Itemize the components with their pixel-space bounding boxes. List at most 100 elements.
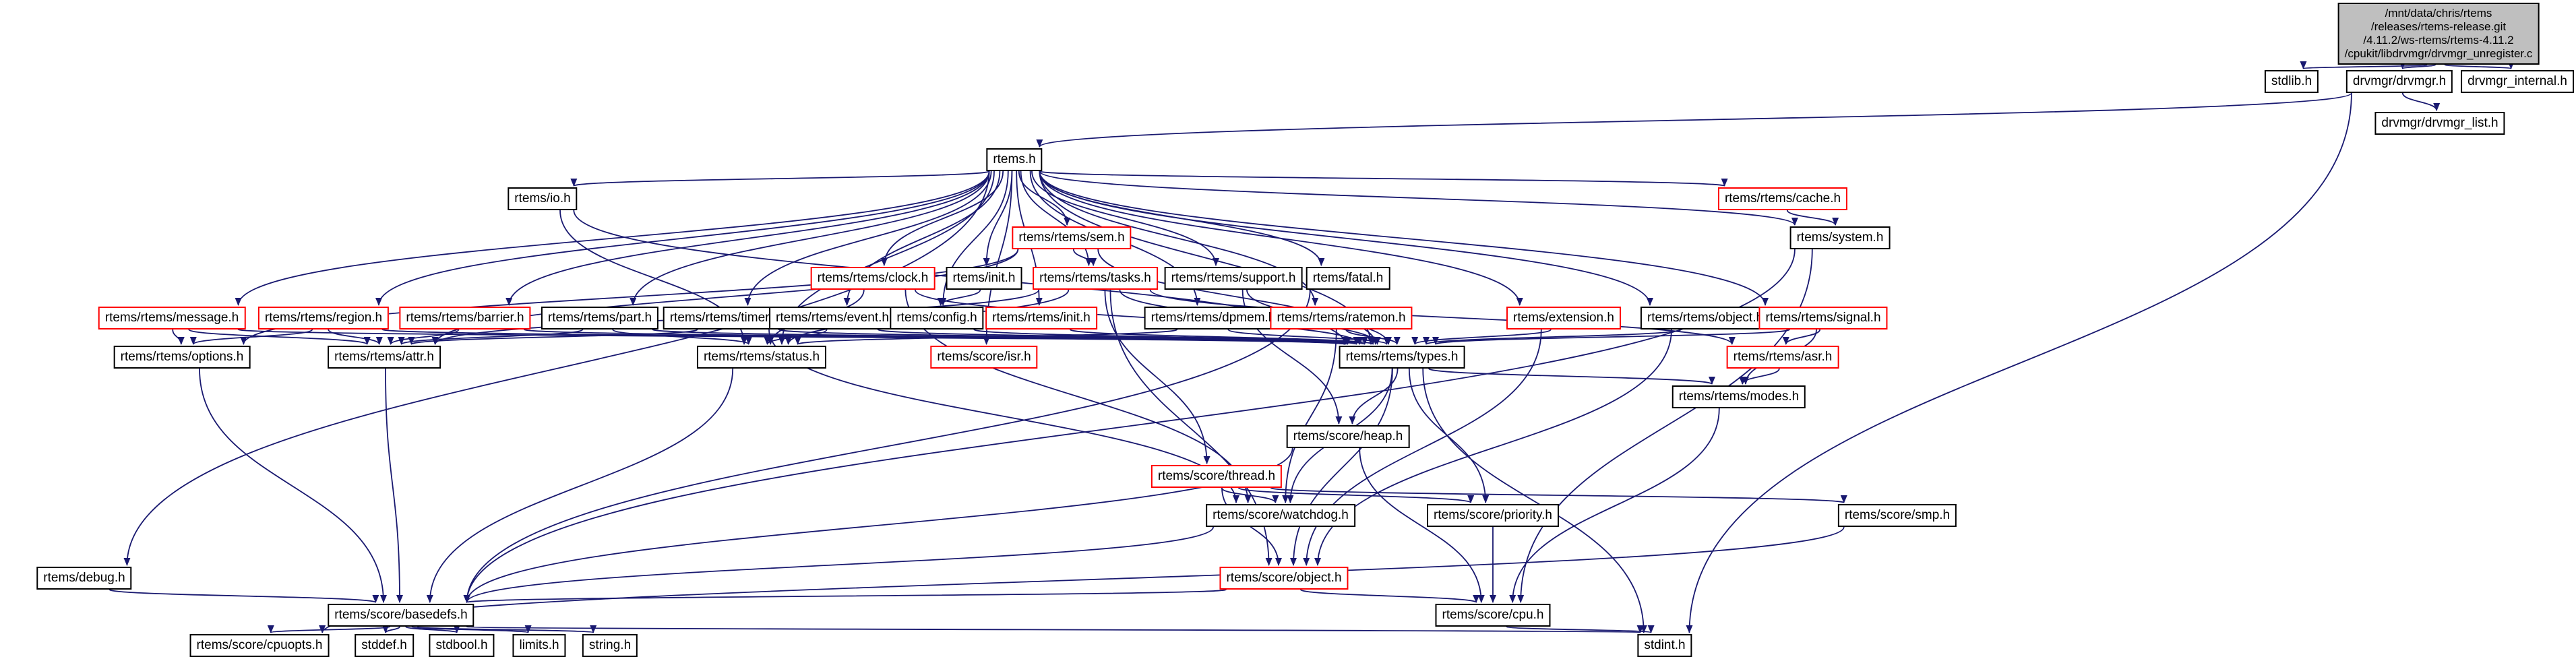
include-node-robject[interactable]: rtems/rtems/object.h xyxy=(1640,307,1771,330)
include-edge-basedefs-string xyxy=(417,625,596,633)
include-edge-rtems-tasks xyxy=(1020,170,1093,266)
include-edge-rtems-region xyxy=(375,170,990,306)
include-node-status[interactable]: rtems/rtems/status.h xyxy=(696,346,827,369)
include-edge-debug-basedefs xyxy=(109,589,379,603)
include-edge-ratemon-types xyxy=(1345,329,1401,345)
include-node-options[interactable]: rtems/rtems/options.h xyxy=(113,346,251,369)
include-node-support[interactable]: rtems/rtems/support.h xyxy=(1164,267,1303,290)
include-edge-drvmgr-rtems xyxy=(1036,92,2352,148)
include-node-heap[interactable]: rtems/score/heap.h xyxy=(1286,425,1410,448)
include-node-timer[interactable]: rtems/rtems/timer.h xyxy=(663,307,787,330)
include-edge-rtems-extension xyxy=(1039,170,1523,306)
include-node-sem[interactable]: rtems/rtems/sem.h xyxy=(1012,226,1132,249)
include-edge-basedefs-stddef xyxy=(382,625,400,633)
include-edge-sem-options xyxy=(240,249,1019,345)
include-node-types[interactable]: rtems/rtems/types.h xyxy=(1339,346,1465,369)
include-node-system[interactable]: rtems/system.h xyxy=(1789,226,1891,249)
include-edge-root-stdlib xyxy=(2300,61,2428,69)
include-edge-types-heap xyxy=(1349,368,1399,425)
include-node-debug[interactable]: rtems/debug.h xyxy=(36,567,132,590)
include-node-internal[interactable]: drvmgr_internal.h xyxy=(2461,70,2574,93)
include-node-rtems[interactable]: rtems.h xyxy=(986,148,1043,171)
include-edge-score_object-basedefs xyxy=(464,589,1227,603)
include-node-limits[interactable]: limits.h xyxy=(512,634,566,657)
include-edge-signal-types xyxy=(1432,329,1790,345)
include-node-priority[interactable]: rtems/score/priority.h xyxy=(1427,504,1559,527)
include-node-signal[interactable]: rtems/rtems/signal.h xyxy=(1758,307,1888,330)
include-edge-rtems-timer xyxy=(744,170,992,306)
include-edge-sem-types xyxy=(1097,249,1379,345)
include-edge-tasks-asr xyxy=(1149,289,1736,345)
include-node-modes[interactable]: rtems/rtems/modes.h xyxy=(1672,385,1806,408)
include-node-fatal[interactable]: rtems/fatal.h xyxy=(1306,267,1390,290)
include-edge-basedefs-cpuopts xyxy=(268,625,391,633)
include-node-cache[interactable]: rtems/rtems/cache.h xyxy=(1717,187,1848,210)
include-edge-init-config xyxy=(937,289,981,306)
include-edge-drvmgr-list xyxy=(2401,92,2441,111)
include-edge-clock-watchdog xyxy=(904,289,1252,503)
include-edge-fatal-basedefs xyxy=(463,289,1311,603)
include-node-smp[interactable]: rtems/score/smp.h xyxy=(1837,504,1957,527)
include-edge-sem-tasks xyxy=(1072,249,1097,266)
include-node-score_object[interactable]: rtems/score/object.h xyxy=(1219,567,1349,590)
include-edge-rtems-debug xyxy=(123,170,990,566)
include-edge-heap-cpu xyxy=(1359,447,1485,603)
include-node-message[interactable]: rtems/rtems/message.h xyxy=(98,307,246,330)
include-edge-root-drvmgr xyxy=(2399,61,2436,69)
include-node-cpuopts[interactable]: rtems/score/cpuopts.h xyxy=(189,634,330,657)
include-edge-dpmem-status xyxy=(795,329,1178,345)
include-node-list[interactable]: drvmgr/drvmgr_list.h xyxy=(2374,112,2505,135)
include-node-init[interactable]: rtems/init.h xyxy=(946,267,1022,290)
include-node-io[interactable]: rtems/io.h xyxy=(508,187,578,210)
include-node-thread[interactable]: rtems/score/thread.h xyxy=(1151,465,1283,488)
include-edge-drvmgr-stdint xyxy=(1686,92,2352,633)
include-edge-part-status xyxy=(612,329,752,345)
include-node-barrier[interactable]: rtems/rtems/barrier.h xyxy=(399,307,531,330)
include-node-config[interactable]: rtems/config.h xyxy=(890,307,984,330)
include-node-extension[interactable]: rtems/extension.h xyxy=(1506,307,1621,330)
include-node-clock[interactable]: rtems/rtems/clock.h xyxy=(810,267,936,290)
include-edge-root-internal xyxy=(2444,61,2515,69)
include-node-stdint[interactable]: stdint.h xyxy=(1637,634,1692,657)
include-node-string[interactable]: string.h xyxy=(582,634,638,657)
include-node-rrinit[interactable]: rtems/rtems/init.h xyxy=(985,307,1097,330)
include-edge-cpu-stdint xyxy=(1506,625,1655,633)
include-edge-types-stdint xyxy=(1422,368,1647,633)
include-node-watchdog[interactable]: rtems/score/watchdog.h xyxy=(1206,504,1355,527)
include-edge-dpmem-types xyxy=(1227,329,1390,345)
include-node-isr[interactable]: rtems/score/isr.h xyxy=(930,346,1038,369)
include-node-tasks[interactable]: rtems/rtems/tasks.h xyxy=(1033,267,1158,290)
include-node-dpmem[interactable]: rtems/rtems/dpmem.h xyxy=(1144,307,1283,330)
include-edge-rtems-robject xyxy=(1039,170,1653,306)
include-edge-basedefs-stdint xyxy=(466,624,1641,633)
include-edge-rtems-clock xyxy=(880,170,1004,266)
include-edge-options-basedefs xyxy=(199,368,387,603)
include-edge-message-options xyxy=(172,329,185,345)
include-edge-asr-modes xyxy=(1739,368,1780,385)
include-node-drvmgr[interactable]: drvmgr/drvmgr.h xyxy=(2345,70,2453,93)
include-edge-ratemon-watchdog xyxy=(1282,329,1337,503)
include-node-stdlib[interactable]: stdlib.h xyxy=(2264,70,2319,93)
include-node-attr[interactable]: rtems/rtems/attr.h xyxy=(328,346,441,369)
include-edge-rtems-cache xyxy=(1039,170,1727,187)
include-node-cpu[interactable]: rtems/score/cpu.h xyxy=(1435,604,1551,627)
include-edge-rtems-init xyxy=(983,170,1013,266)
include-edge-message-attr xyxy=(188,329,371,345)
include-edge-sem-attr xyxy=(431,249,1019,345)
include-node-ratemon[interactable]: rtems/rtems/ratemon.h xyxy=(1270,307,1413,330)
include-node-region[interactable]: rtems/rtems/region.h xyxy=(257,307,390,330)
include-edge-signal-asr xyxy=(1782,329,1821,345)
include-edge-robject-types xyxy=(1423,329,1682,345)
include-edge-rrinit-types xyxy=(1069,329,1376,345)
include-node-asr[interactable]: rtems/rtems/asr.h xyxy=(1726,346,1839,369)
include-node-stddef[interactable]: stddef.h xyxy=(355,634,414,657)
include-node-basedefs[interactable]: rtems/score/basedefs.h xyxy=(328,604,474,627)
include-edge-rtems-signal xyxy=(1039,170,1769,306)
include-edge-rtems-message xyxy=(235,170,990,306)
include-node-stdbool[interactable]: stdbool.h xyxy=(429,634,495,657)
include-node-event[interactable]: rtems/rtems/event.h xyxy=(769,307,896,330)
include-node-part[interactable]: rtems/rtems/part.h xyxy=(541,307,659,330)
include-edge-cache-system xyxy=(1786,210,1839,226)
include-edge-tasks-thread xyxy=(1104,289,1210,464)
include-edge-watchdog-basedefs xyxy=(463,526,1214,603)
